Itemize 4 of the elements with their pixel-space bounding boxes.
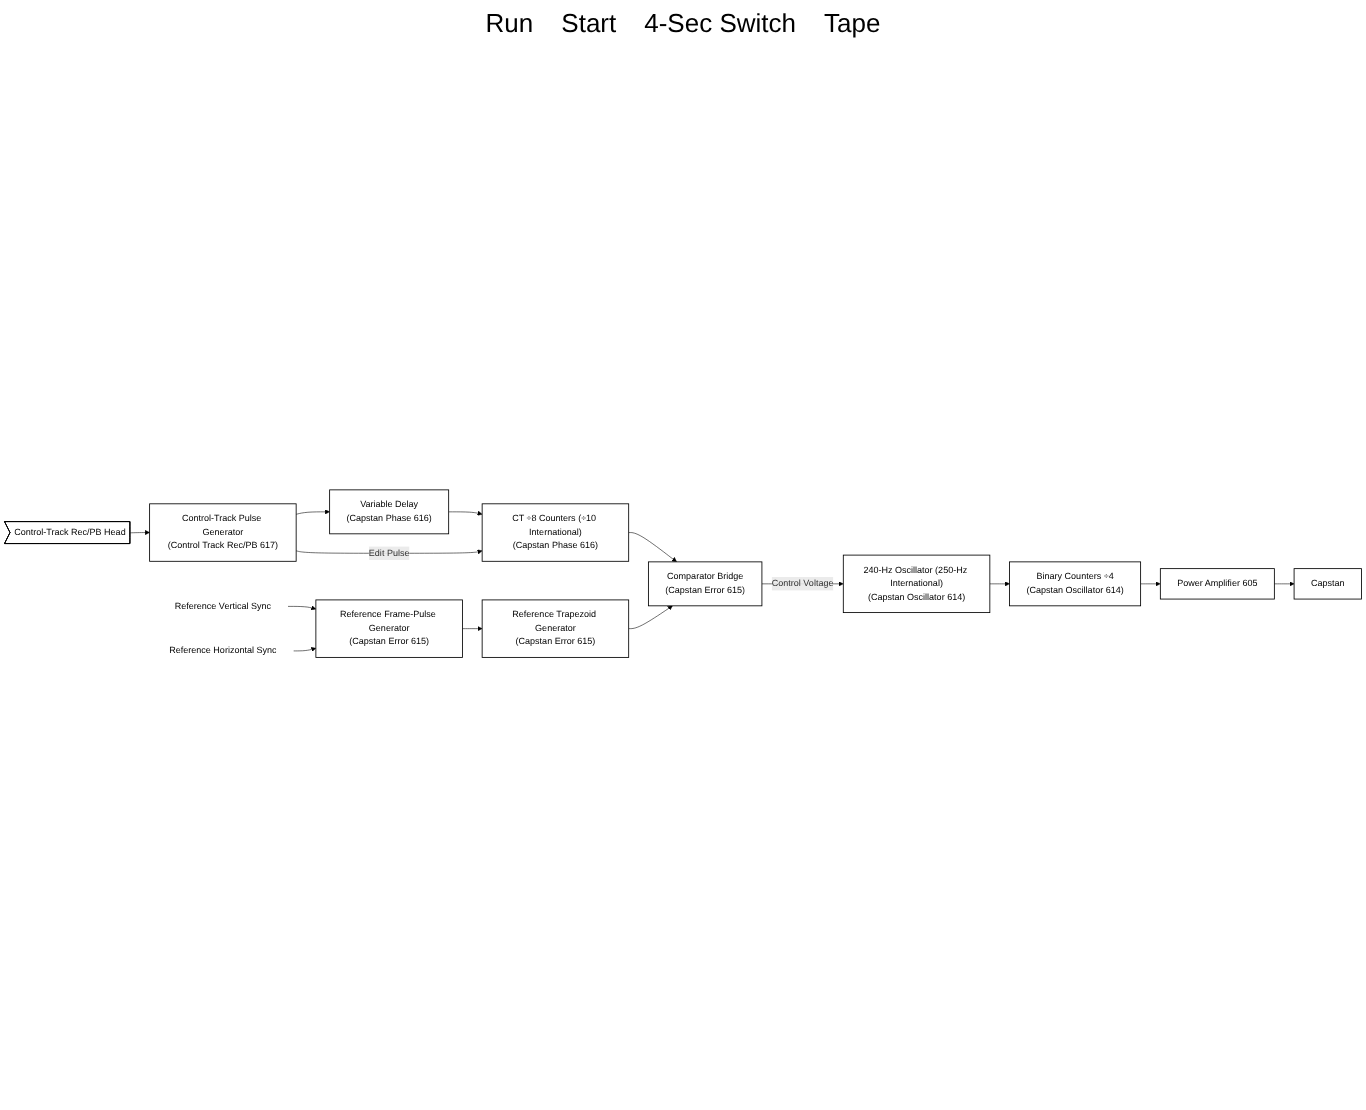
note-text: Run [485, 8, 534, 38]
note-text: 4-Sec Switch [644, 8, 796, 38]
note-text: Start [561, 8, 617, 38]
note-text: Tape [824, 8, 881, 38]
